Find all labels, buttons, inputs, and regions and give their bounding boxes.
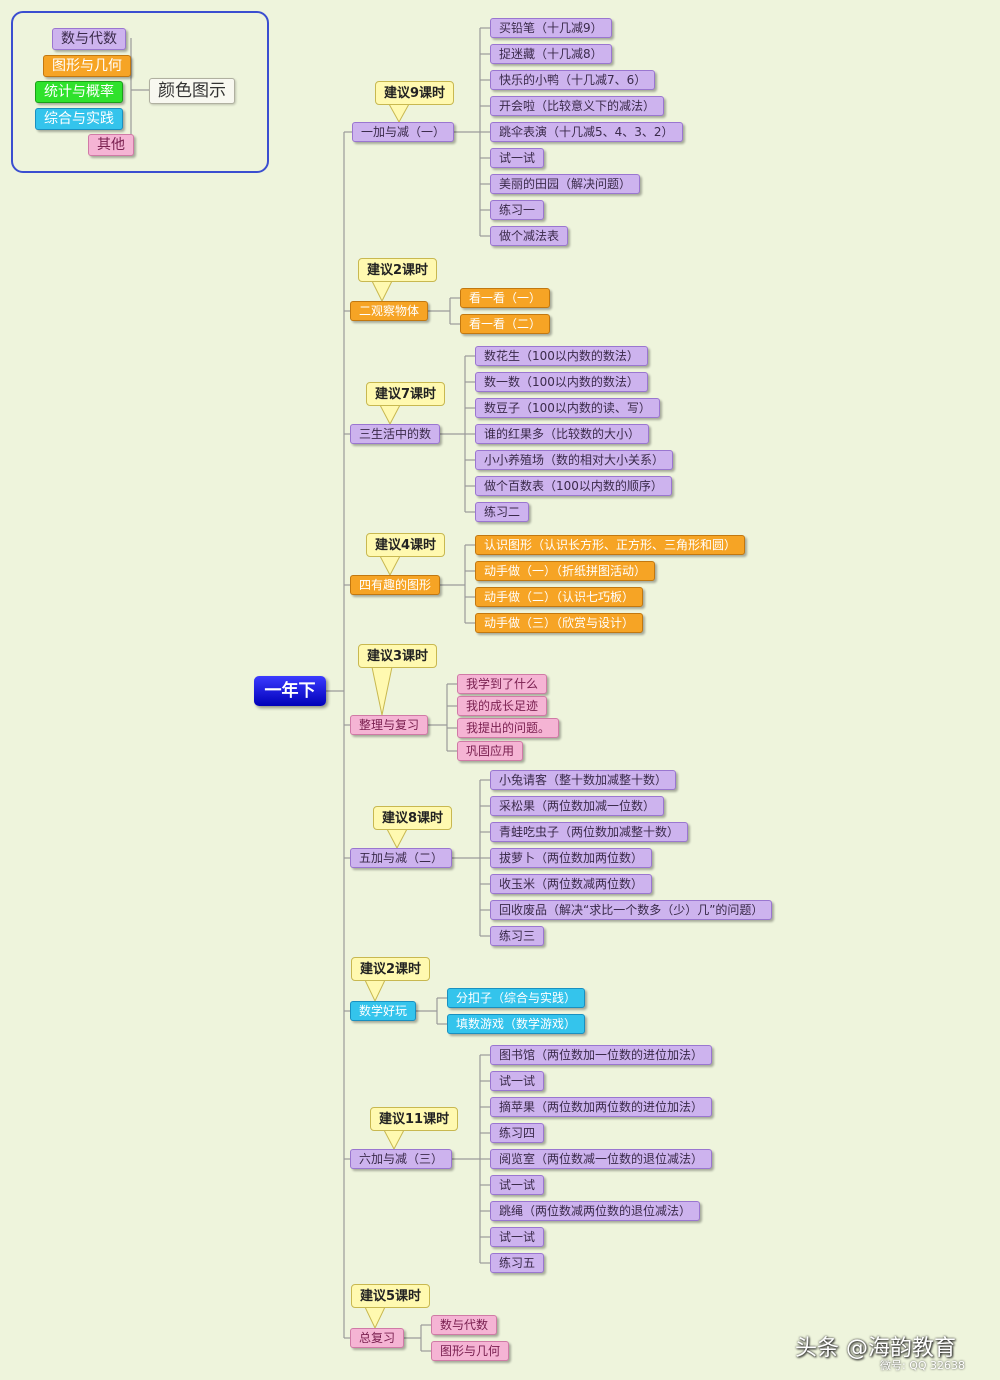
legend-connector [130, 38, 149, 143]
unit-node-0: 一加与减（一） [352, 122, 455, 142]
topic-node-7-3: 练习四 [490, 1123, 545, 1143]
topic-node-8-1: 图形与几何 [431, 1341, 510, 1361]
unit-node-1: 二观察物体 [350, 301, 429, 321]
topic-node-2-6: 练习二 [475, 502, 530, 522]
legend-item-geometry: 图形与几何 [43, 55, 131, 77]
topic-node-1-1: 看一看（二） [460, 314, 551, 334]
topic-node-5-0: 小兔请客（整十数加减整十数） [490, 770, 677, 790]
topic-node-3-1: 动手做（一）（折纸拼图活动） [475, 561, 656, 581]
topic-node-5-3: 拔萝卜（两位数加两位数） [490, 848, 653, 868]
legend-item-number-algebra: 数与代数 [52, 28, 126, 50]
topic-node-0-0: 买铅笔（十几减9） [490, 18, 612, 38]
topic-node-7-4: 阅览室（两位数减一位数的退位减法） [490, 1149, 713, 1169]
topic-node-2-2: 数豆子（100以内数的读、写） [475, 398, 660, 418]
hours-callout-7: 建议11课时 [370, 1107, 459, 1131]
topic-node-5-2: 青蛙吃虫子（两位数加减整十数） [490, 822, 689, 842]
topic-node-0-4: 跳伞表演（十几减5、4、3、2） [490, 122, 683, 142]
legend-title: 颜色图示 [149, 78, 235, 104]
legend-box [11, 11, 269, 173]
unit-node-2: 三生活中的数 [350, 424, 441, 444]
topic-node-6-0: 分扣子（综合与实践） [447, 988, 586, 1008]
topic-node-0-6: 美丽的田园（解决问题） [490, 174, 641, 194]
callout-pointer-0 [388, 103, 410, 124]
unit-node-7: 六加与减（三） [350, 1149, 453, 1169]
topic-node-7-5: 试一试 [490, 1175, 545, 1195]
topic-node-0-3: 开会啦（比较意义下的减法） [490, 96, 665, 116]
topic-node-5-5: 回收废品（解决“求比一个数多（少）几”的问题） [490, 900, 773, 920]
topic-node-4-0: 我学到了什么 [457, 674, 548, 694]
callout-pointer-1 [371, 280, 393, 303]
topic-node-7-2: 摘苹果（两位数加两位数的进位加法） [490, 1097, 713, 1117]
topic-node-1-0: 看一看（一） [460, 288, 551, 308]
legend-item-statistics: 统计与概率 [35, 81, 123, 103]
hours-callout-3: 建议4课时 [366, 533, 446, 557]
topic-node-0-5: 试一试 [490, 148, 545, 168]
topic-node-0-2: 快乐的小鸭（十几减7、6） [490, 70, 656, 90]
callout-pointer-6 [364, 979, 386, 1003]
topic-node-7-1: 试一试 [490, 1071, 545, 1091]
unit-node-4: 整理与复习 [350, 715, 429, 735]
unit-node-8: 总复习 [350, 1328, 405, 1348]
topic-node-5-6: 练习三 [490, 926, 545, 946]
topic-node-3-3: 动手做（三）（欣赏与设计） [475, 613, 644, 633]
topic-node-6-1: 填数游戏（数学游戏） [447, 1014, 586, 1034]
root-node: 一年下 [254, 676, 326, 706]
topic-node-4-2: 我提出的问题。 [457, 718, 560, 738]
hours-callout-6: 建议2课时 [351, 957, 431, 981]
topic-node-7-8: 练习五 [490, 1253, 545, 1273]
callout-pointer-3 [379, 555, 401, 577]
callout-pointer-7 [383, 1129, 405, 1151]
hours-callout-2: 建议7课时 [366, 382, 446, 406]
topic-node-5-4: 收玉米（两位数减两位数） [490, 874, 653, 894]
topic-node-4-1: 我的成长足迹 [457, 696, 548, 716]
topic-node-7-0: 图书馆（两位数加一位数的进位加法） [490, 1045, 713, 1065]
topic-node-2-0: 数花生（100以内数的数法） [475, 346, 648, 366]
callout-pointer-4 [371, 666, 393, 716]
topic-node-7-6: 跳绳（两位数减两位数的退位减法） [490, 1201, 701, 1221]
topic-node-0-8: 做个减法表 [490, 226, 569, 246]
topic-node-0-7: 练习一 [490, 200, 545, 220]
topic-node-2-3: 谁的红果多（比较数的大小） [475, 424, 650, 444]
topic-node-7-7: 试一试 [490, 1227, 545, 1247]
callout-pointer-5 [386, 828, 408, 850]
watermark-sub: 微号: QQ 32638 [880, 1359, 966, 1372]
topic-node-2-4: 小小养殖场（数的相对大小关系） [475, 450, 674, 470]
hours-callout-1: 建议2课时 [358, 258, 438, 282]
hours-callout-4: 建议3课时 [358, 644, 438, 668]
topic-node-3-0: 认识图形（认识长方形、正方形、三角形和圆） [475, 535, 746, 555]
unit-node-5: 五加与减（二） [350, 848, 453, 868]
hours-callout-0: 建议9课时 [375, 81, 455, 105]
hours-callout-5: 建议8课时 [373, 806, 453, 830]
topic-node-2-1: 数一数（100以内数的数法） [475, 372, 648, 392]
topic-node-8-0: 数与代数 [431, 1315, 498, 1335]
topic-node-5-1: 采松果（两位数加减一位数） [490, 796, 665, 816]
topic-node-4-3: 巩固应用 [457, 741, 524, 761]
topic-node-0-1: 捉迷藏（十几减8） [490, 44, 612, 64]
topic-node-3-2: 动手做（二）（认识七巧板） [475, 587, 644, 607]
hours-callout-8: 建议5课时 [351, 1284, 431, 1308]
topic-node-2-5: 做个百数表（100以内数的顺序） [475, 476, 672, 496]
unit-node-3: 四有趣的图形 [350, 575, 441, 595]
watermark: 头条 @海韵教育 [795, 1336, 956, 1361]
callout-pointer-2 [379, 404, 401, 426]
callout-pointer-8 [364, 1306, 386, 1330]
legend-item-practice: 综合与实践 [35, 108, 123, 130]
unit-node-6: 数学好玩 [350, 1001, 417, 1021]
legend-item-other: 其他 [88, 134, 134, 156]
